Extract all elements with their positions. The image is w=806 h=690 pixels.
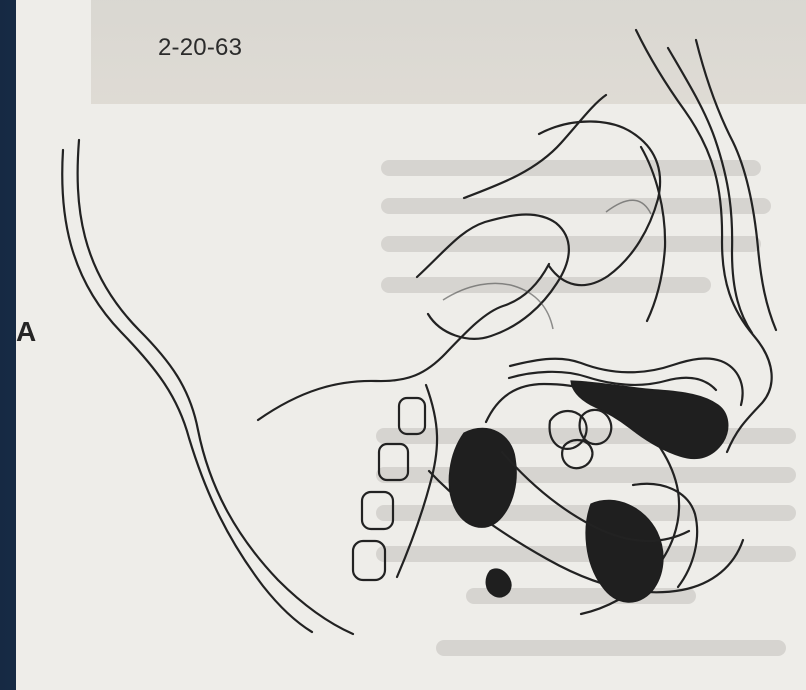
facial-profile-line bbox=[636, 30, 772, 452]
small-dark-spot bbox=[486, 569, 511, 597]
forehead-line bbox=[696, 40, 776, 330]
dental-detail-2 bbox=[580, 410, 612, 444]
lateral-head-sketch-illustration bbox=[16, 0, 806, 690]
nasal-dark-region bbox=[571, 381, 728, 458]
vertebra-1 bbox=[399, 398, 425, 434]
spine-side-line bbox=[397, 385, 437, 577]
faint-sinus-trace bbox=[606, 200, 651, 214]
posterior-neck-contour bbox=[62, 150, 312, 632]
upper-cranial-outline bbox=[464, 95, 606, 198]
faint-internal-trace bbox=[443, 283, 553, 329]
vertebra-3 bbox=[362, 492, 393, 529]
vertebra-2 bbox=[379, 444, 408, 480]
posterior-head-contour bbox=[78, 140, 353, 634]
jaw-inner-curve bbox=[502, 452, 689, 541]
dental-detail-3 bbox=[562, 440, 592, 468]
book-page: 2-20-63 A bbox=[16, 0, 806, 690]
adenoid-mass bbox=[449, 428, 516, 527]
tonsil-mass bbox=[586, 500, 663, 602]
vertebra-4 bbox=[353, 541, 385, 580]
sinus-outline-1 bbox=[417, 215, 569, 339]
